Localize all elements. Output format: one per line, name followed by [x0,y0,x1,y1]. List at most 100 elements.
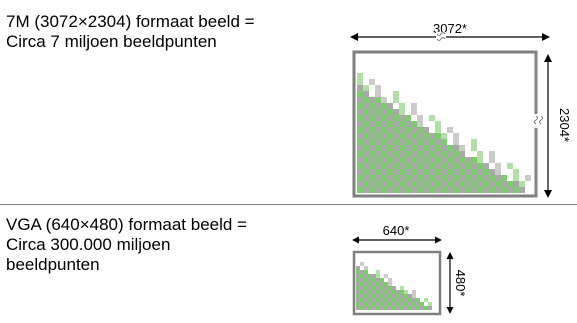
pixel [387,139,393,145]
pixel [387,157,393,163]
pixel [360,306,364,310]
pixel [423,139,429,145]
pixel [396,294,400,298]
pixel [412,298,416,302]
pixel [441,175,447,181]
pixel [477,187,483,193]
pixel [441,151,447,157]
pixel [357,109,363,115]
pixel [372,278,376,282]
pixel [363,109,369,115]
pixel [372,286,376,290]
pixel [429,175,435,181]
pixel [388,298,392,302]
pixel [453,145,459,151]
pixel [363,169,369,175]
pixel [380,278,384,282]
pixel [441,163,447,169]
pixel [393,115,399,121]
pixel [396,290,400,294]
pixel [368,306,372,310]
pixel [519,187,525,193]
pixel [429,187,435,193]
pixel [369,169,375,175]
pixel [369,175,375,181]
pixel [381,121,387,127]
pixel [357,97,363,103]
pixel [375,103,381,109]
pixel [393,187,399,193]
pixel [368,298,372,302]
pixel [376,270,380,274]
pixel [387,133,393,139]
pixel [471,181,477,187]
pixel [369,79,375,85]
pixel [417,127,423,133]
pixel [417,121,423,127]
pixel [405,151,411,157]
pixel [489,175,495,181]
pixel [376,306,380,310]
pixel [357,73,363,79]
pixel [501,181,507,187]
pixel [363,91,369,97]
pixel [364,278,368,282]
pixel [441,181,447,187]
pixel [400,290,404,294]
pixel [388,286,392,290]
pixel [393,139,399,145]
pixel [369,163,375,169]
pixel [363,163,369,169]
pixel [459,163,465,169]
pixel [453,157,459,163]
pixel [357,133,363,139]
pixel [459,187,465,193]
pixel [375,145,381,151]
pixel [411,103,417,109]
pixel [429,133,435,139]
pixel [489,187,495,193]
pixel [376,298,380,302]
pixel [399,181,405,187]
row-vga: VGA (640×480) formaat beeld = Circa 300.… [0,205,577,323]
pixel [360,278,364,282]
pixel [363,181,369,187]
pixel [364,270,368,274]
pixel [513,169,519,175]
pixel [388,294,392,298]
pixel [369,133,375,139]
pixel [417,163,423,169]
pixel [381,127,387,133]
pixel [513,175,519,181]
pixel [459,151,465,157]
pixel [356,294,360,298]
pixel [435,187,441,193]
pixel [411,163,417,169]
pixel [363,139,369,145]
pixel [363,127,369,133]
pixel [387,109,393,115]
pixel [357,139,363,145]
pixel [381,187,387,193]
pixel [393,127,399,133]
pixel [387,169,393,175]
pixel [375,121,381,127]
pixel [387,103,393,109]
pixel [417,187,423,193]
pixel [356,282,360,286]
pixel [411,127,417,133]
pixel [380,290,384,294]
pixel [399,169,405,175]
pixel [435,145,441,151]
pixel [396,306,400,310]
pixel [477,157,483,163]
pixel [489,157,495,163]
pixel [412,302,416,306]
pixel [364,266,368,270]
pixel [369,139,375,145]
pixel [405,181,411,187]
pixel [453,163,459,169]
row-vga-subtitle: Circa 300.000 miljoen [6,235,171,254]
pixel [363,187,369,193]
pixel [356,302,360,306]
